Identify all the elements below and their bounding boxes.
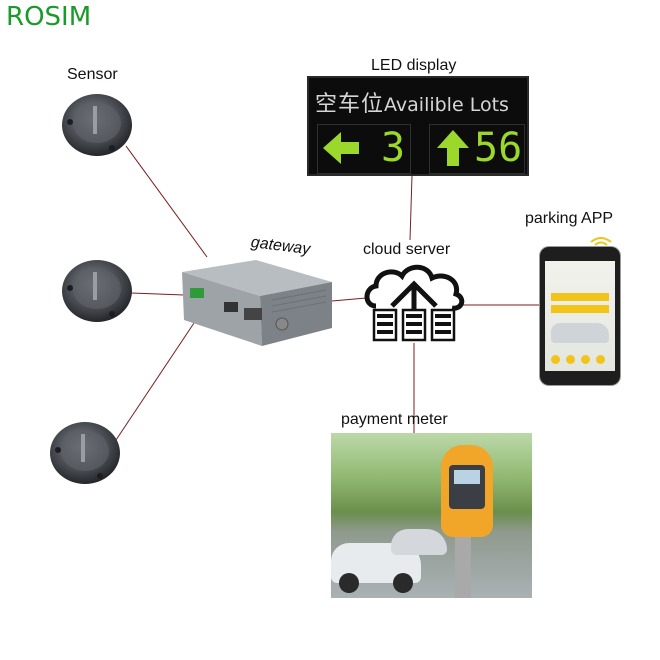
led-english-text: Availible Lots: [384, 94, 509, 116]
car-icon: [551, 323, 609, 343]
meter-face: [449, 465, 485, 509]
link-sensor3-gateway: [115, 316, 199, 441]
phone-screen: [545, 261, 615, 371]
led-cell-right: [429, 124, 525, 174]
app-button: [551, 293, 609, 301]
payment-meter-label: payment meter: [341, 411, 448, 428]
app-button: [551, 305, 609, 313]
app-dot: [551, 355, 560, 364]
sensor-label: Sensor: [67, 66, 118, 83]
link-gateway-cloud: [331, 297, 367, 302]
app-dot: [581, 355, 590, 364]
led-display-panel: 空车位Availible Lots 3 56: [307, 76, 529, 176]
app-dot: [596, 355, 605, 364]
link-sensor1-gateway: [125, 145, 208, 258]
cloud-server-label: cloud server: [363, 241, 451, 258]
cloud-server-icon: [364, 264, 465, 342]
led-cell-left: [317, 124, 411, 174]
led-header: 空车位Availible Lots: [315, 86, 509, 118]
payment-meter-photo: [331, 433, 532, 598]
link-led-cloud: [409, 175, 413, 241]
link-sensor2-gateway: [130, 292, 185, 296]
parking-app-label: parking APP: [525, 210, 614, 227]
car-icon: [391, 529, 447, 555]
brand-logo: ROSIM: [6, 2, 92, 32]
left-count: 3: [381, 125, 406, 171]
gateway-device-icon: [182, 260, 332, 346]
meter-pole: [455, 531, 471, 598]
sensor-icon: [62, 260, 132, 322]
meter-screen: [454, 470, 480, 484]
app-dot: [566, 355, 575, 364]
smartphone-icon: [540, 247, 620, 385]
arrow-up-icon: [437, 130, 469, 166]
sensor-icon: [62, 94, 132, 156]
arrow-left-icon: [323, 132, 359, 164]
led-display-label: LED display: [371, 57, 457, 74]
wheel: [393, 573, 413, 593]
led-chinese-text: 空车位: [315, 92, 385, 117]
sensor-icon: [50, 422, 120, 484]
parking-meter-icon: [441, 445, 493, 537]
wheel: [339, 573, 359, 593]
right-count: 56: [474, 125, 523, 171]
